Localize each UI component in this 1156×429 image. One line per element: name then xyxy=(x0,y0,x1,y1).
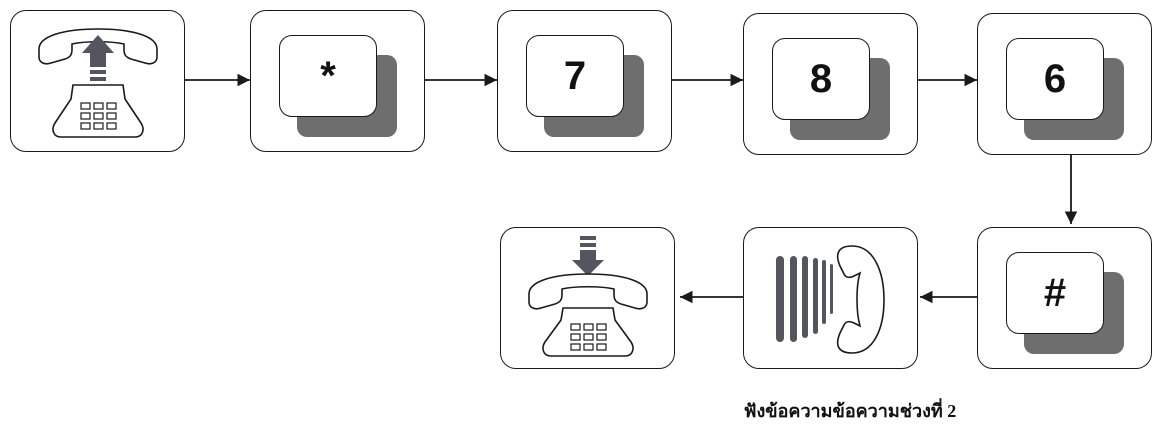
step-press-hash: # xyxy=(977,227,1152,369)
step-press-7: 7 xyxy=(497,10,672,152)
step-press-6: 6 xyxy=(977,13,1152,155)
key-7: 7 xyxy=(526,35,624,117)
key-8: 8 xyxy=(772,38,870,120)
phone-handset-down-icon xyxy=(528,236,648,357)
diagram-caption: ฟังข้อความข้อความช่วงที่ 2 xyxy=(743,401,957,421)
key-6: 6 xyxy=(1006,38,1104,120)
step-press-8: 8 xyxy=(743,13,918,155)
step-press-star: * xyxy=(250,10,425,152)
handset-sound-icon xyxy=(776,245,885,354)
star-key: * xyxy=(279,35,377,117)
step-hang-up xyxy=(500,227,675,369)
phone-handset-up-icon xyxy=(38,28,158,138)
step-lift-handset xyxy=(10,10,185,152)
hash-key: # xyxy=(1006,252,1104,334)
step-listen-message xyxy=(743,227,918,369)
